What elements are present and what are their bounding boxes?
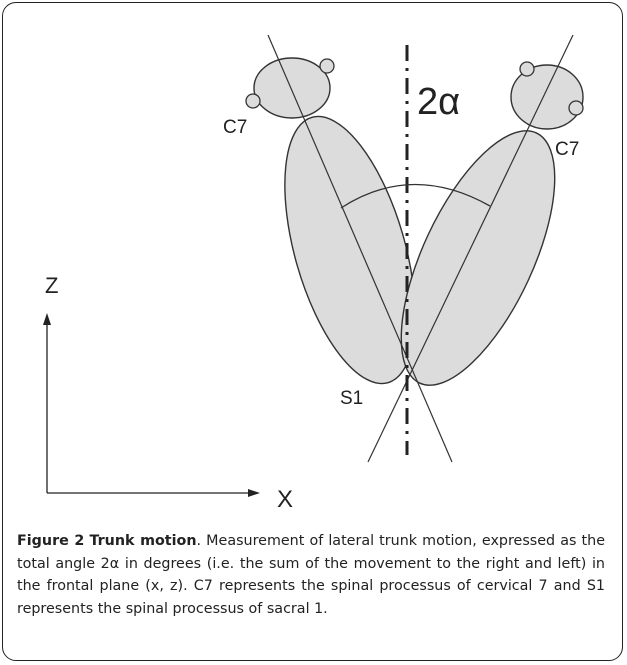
- z-axis-arrowhead: [43, 313, 51, 325]
- left-head-ear-right: [319, 58, 335, 74]
- x-axis-arrowhead: [248, 489, 260, 497]
- right-trunk-axis: [367, 34, 574, 463]
- right-head: [510, 64, 584, 130]
- right-trunk-ellipse: [400, 130, 556, 386]
- x-axis-label: X: [277, 486, 293, 513]
- angle-arc: [340, 183, 491, 209]
- left-trunk-axis: [267, 34, 453, 463]
- caption-text: . Measurement of lateral trunk motion, e…: [17, 533, 605, 617]
- left-head: [253, 57, 331, 119]
- c7-left-label: C7: [223, 117, 247, 138]
- s1-label: S1: [340, 388, 363, 409]
- z-axis-label: Z: [45, 273, 58, 298]
- angle-label: 2α: [417, 81, 460, 123]
- left-trunk-ellipse: [284, 115, 416, 385]
- figure-caption: Figure 2 Trunk motion. Measurement of la…: [17, 530, 605, 620]
- left-head-ear-left: [245, 93, 261, 109]
- caption-title: Trunk motion: [89, 533, 197, 549]
- c7-right-label: C7: [555, 139, 579, 160]
- caption-number: Figure 2: [17, 533, 85, 549]
- right-head-ear-left: [519, 61, 535, 77]
- right-head-ear-right: [568, 100, 584, 116]
